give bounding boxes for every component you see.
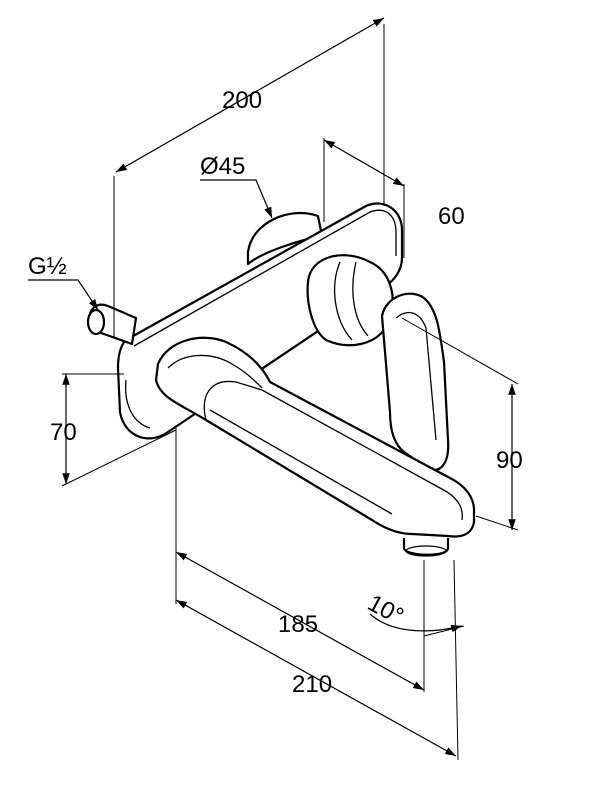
dimension-lines	[28, 17, 516, 757]
dim-total-reach: 210	[292, 671, 332, 698]
dim-depth: 60	[438, 203, 465, 230]
dim-height-left: 70	[50, 419, 77, 446]
dim-spout-reach: 185	[278, 611, 318, 638]
dim-angle: 10°	[363, 589, 408, 630]
dim-flange-diameter: Ø45	[200, 153, 245, 180]
dim-width-overall: 200	[222, 87, 262, 114]
dimension-labels: 200 Ø45 60 G½ 70 90 185 210 10°	[28, 87, 523, 698]
dim-height-right: 90	[496, 447, 523, 474]
dim-thread: G½	[28, 253, 67, 280]
faucet-outline	[86, 202, 476, 557]
